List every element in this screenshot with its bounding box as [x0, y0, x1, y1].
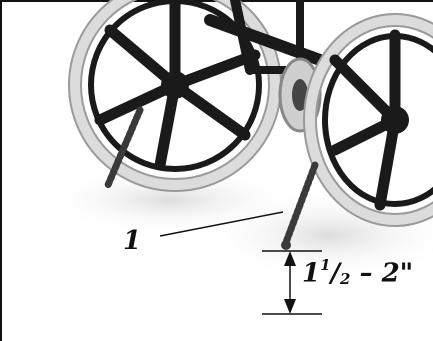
- gap-fraction-denominator: 2: [340, 269, 351, 288]
- dimension-arrow-up: [284, 251, 296, 266]
- anti-tipper-right: [281, 161, 319, 249]
- anti-tipper-right-tip: [281, 240, 291, 250]
- gap-rest: – 2": [350, 258, 414, 289]
- part-1-leader-line: [159, 211, 284, 237]
- left-rear-wheel: [68, 0, 282, 192]
- right-rear-wheel: [303, 13, 433, 227]
- part-number-label: 1: [123, 226, 142, 256]
- gap-dimension-label: 11/2 – 2": [302, 256, 414, 289]
- dimension-arrow-down: [284, 299, 296, 314]
- anti-tipper-left: [104, 106, 144, 189]
- gap-whole: 1: [302, 258, 321, 289]
- gap-fraction-numerator: 1: [320, 256, 331, 274]
- frame-border-left: [0, 0, 2, 341]
